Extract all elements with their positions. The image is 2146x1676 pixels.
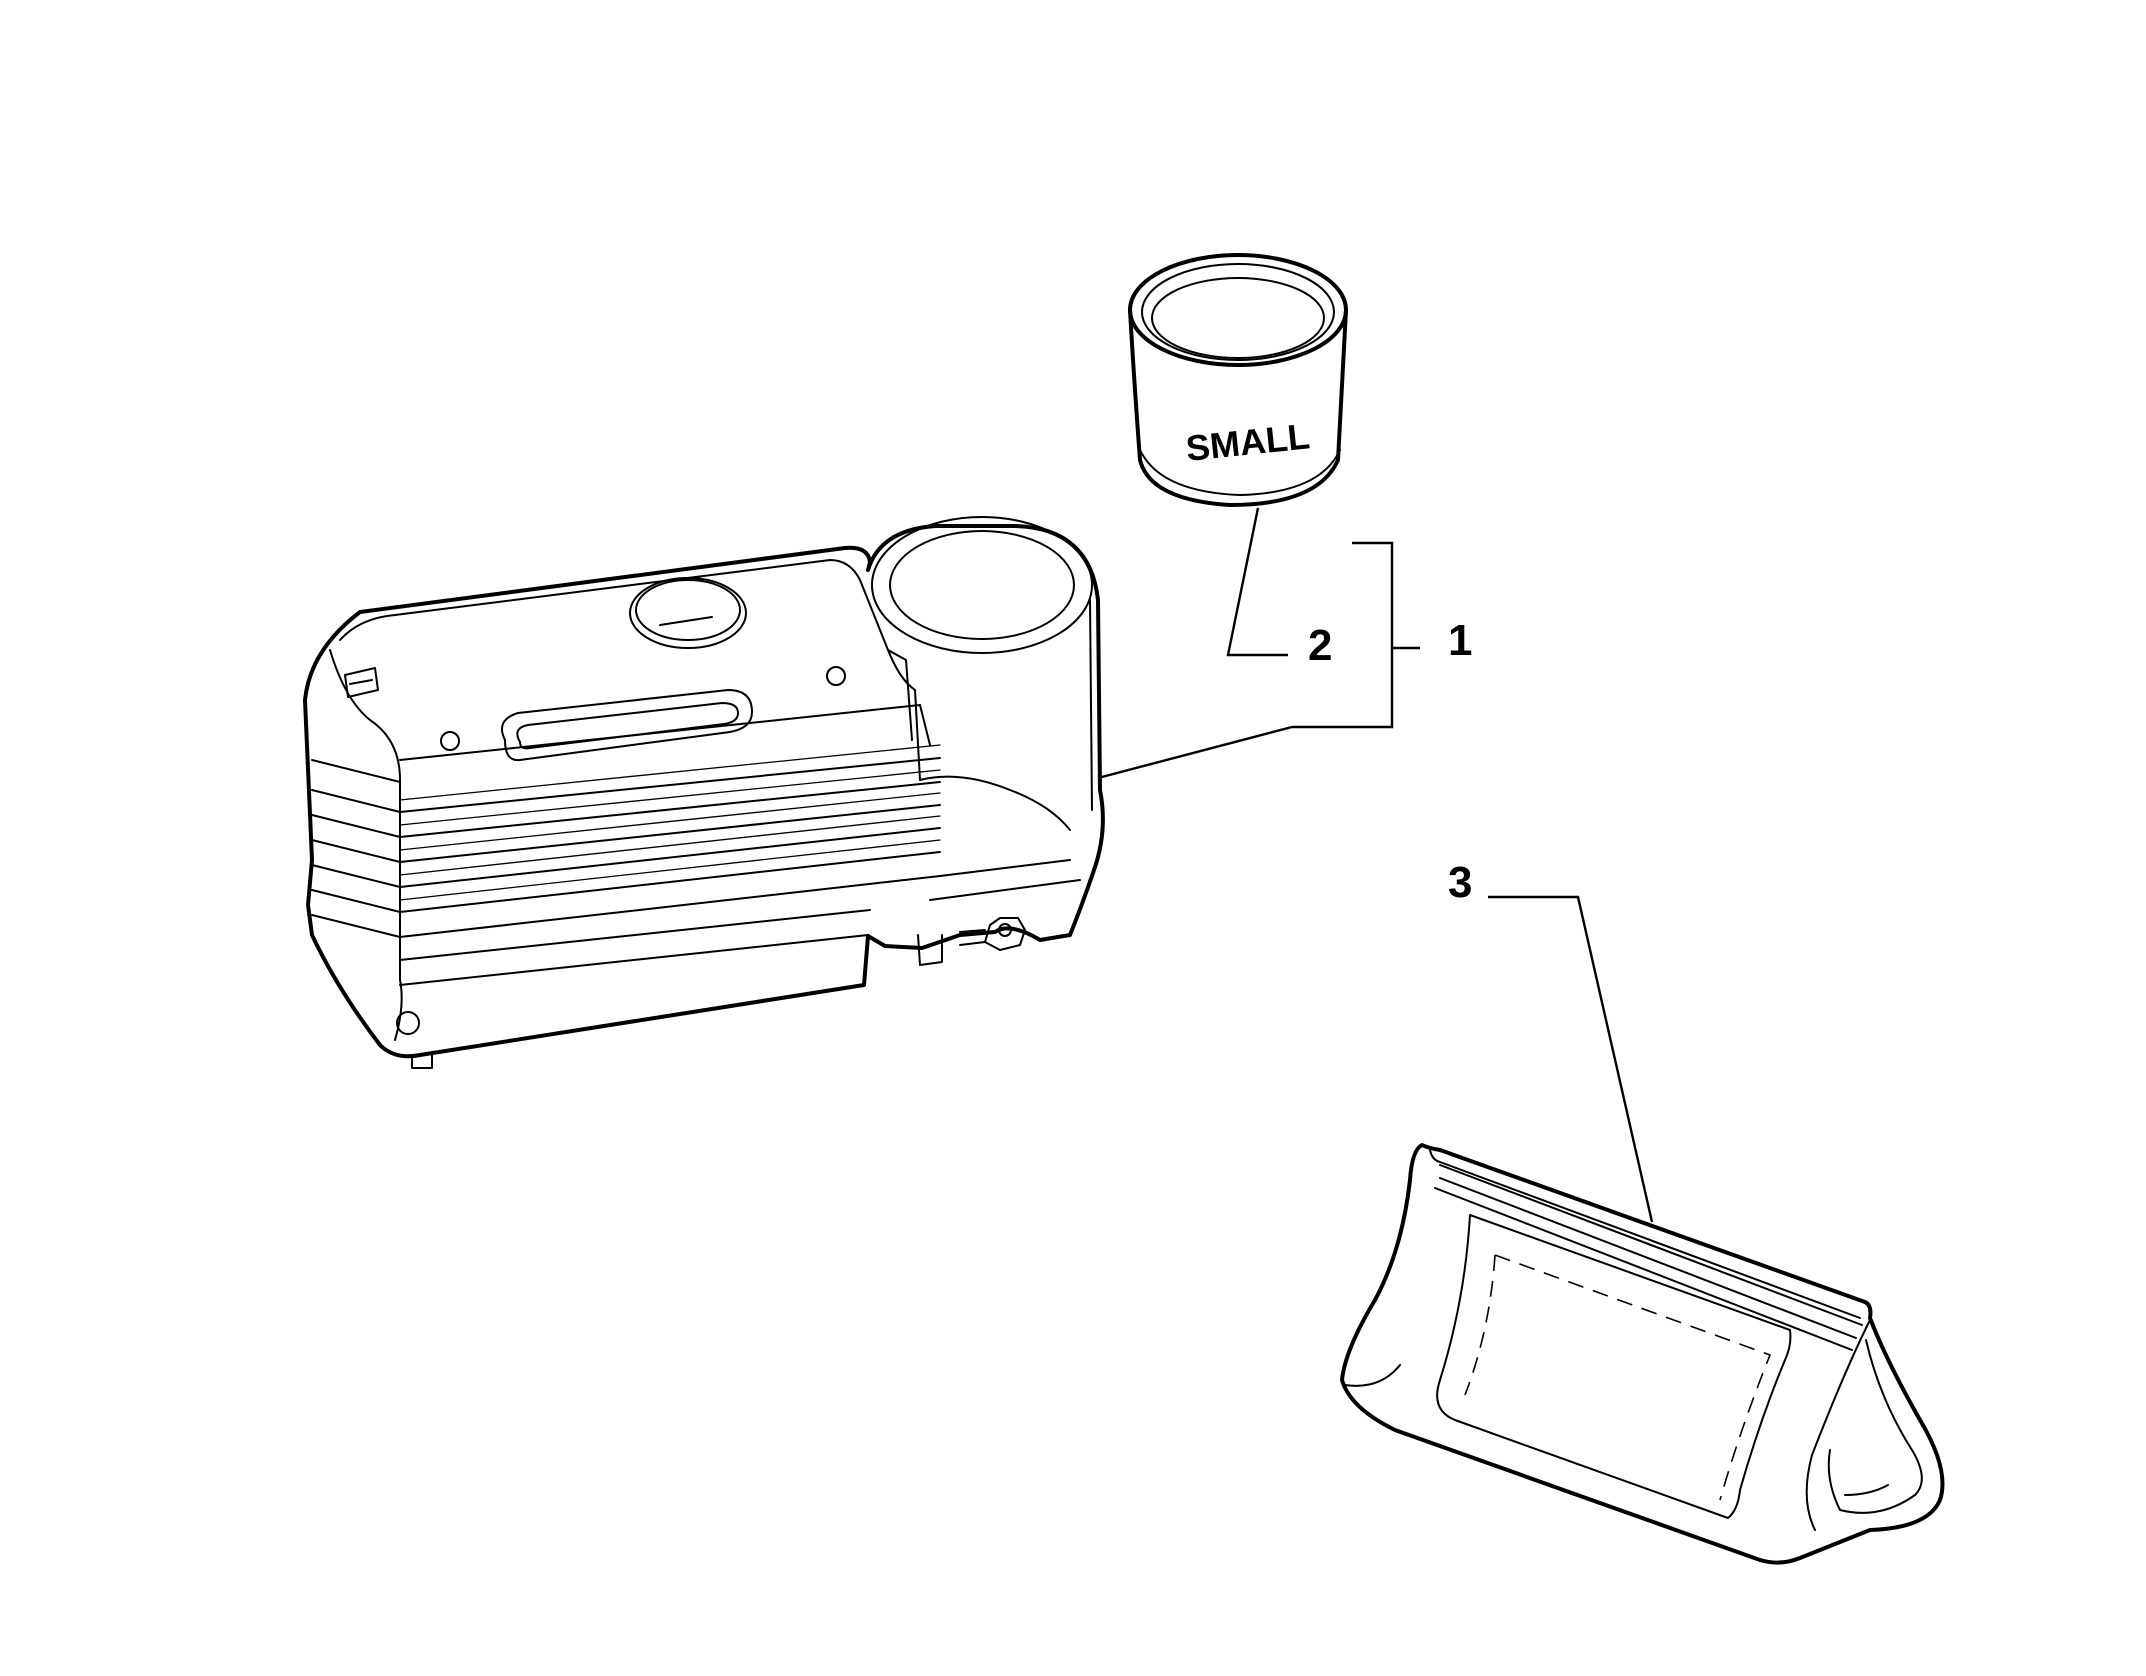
- compressor-outline: [303, 524, 1105, 1059]
- screw-icon: [826, 666, 846, 686]
- bag-outline: [1340, 1143, 1945, 1565]
- callout-2: 2: [1308, 621, 1332, 670]
- bracket-1: [1292, 541, 1394, 729]
- cartridge-top: [1128, 253, 1348, 367]
- leader-1: [1097, 725, 1293, 780]
- leader-3: [1488, 895, 1654, 1223]
- sealant-cartridge: SMALL: [1128, 253, 1348, 507]
- compressor-unit: [303, 516, 1105, 1069]
- cooling-fins: [311, 744, 941, 938]
- callout-1: 1: [1448, 616, 1472, 665]
- gauge-needle-icon: [659, 616, 713, 626]
- power-switch: [344, 667, 379, 698]
- screw-icon: [396, 1011, 420, 1035]
- storage-bag: [1340, 1143, 1945, 1565]
- rubber-foot: [411, 1051, 433, 1069]
- carry-handle: [501, 689, 753, 762]
- leader-2: [1226, 507, 1288, 657]
- screw-icon: [440, 731, 460, 751]
- pump-cylinder-top: [871, 516, 1093, 654]
- pressure-gauge: [629, 577, 747, 649]
- cartridge-body: [1128, 308, 1348, 507]
- hose-connector: [917, 917, 1026, 966]
- leader-lines: [1097, 507, 1654, 1223]
- callout-3: 3: [1448, 858, 1472, 907]
- bag-label-panel: [1436, 1214, 1792, 1519]
- cartridge-size-label: SMALL: [1184, 415, 1312, 469]
